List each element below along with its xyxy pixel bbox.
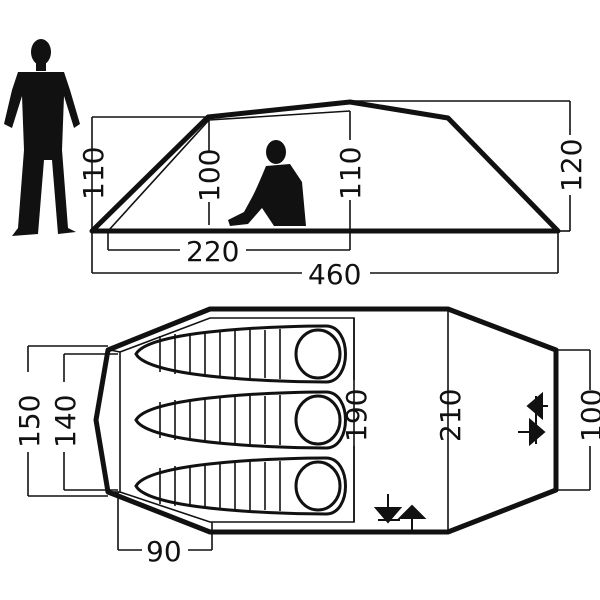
inner-width-label: 140 [49, 395, 82, 448]
inner-tent-outline [107, 110, 351, 232]
sitting-person-icon [228, 140, 306, 226]
front-height-label: 110 [77, 147, 110, 200]
sleeping-bag [134, 324, 347, 384]
rear-height-label: 120 [555, 139, 588, 192]
sleeping-bag [134, 456, 347, 516]
side-view: 110 100 110 120 220 460 [4, 39, 588, 291]
tent-footprint-outline [93, 306, 559, 535]
total-length-label: 460 [308, 258, 361, 291]
rear-width-label: 100 [575, 389, 600, 442]
entrance-arrows-icon [373, 494, 427, 530]
entrance-arrows-icon [518, 391, 548, 447]
inner-height-label: 100 [193, 149, 226, 202]
peak-height-label: 110 [334, 147, 367, 200]
top-view: 150 140 90 190 210 100 [13, 306, 600, 568]
bedroom-length-label: 190 [340, 389, 373, 442]
outer-width-label: 150 [13, 395, 46, 448]
standing-person-icon [4, 39, 80, 236]
inner-length-label: 220 [186, 235, 239, 268]
sleeping-bag [134, 390, 347, 450]
living-area-length-label: 210 [434, 389, 467, 442]
tent-side-outline [89, 99, 561, 234]
vestibule-depth-label: 90 [146, 535, 182, 568]
